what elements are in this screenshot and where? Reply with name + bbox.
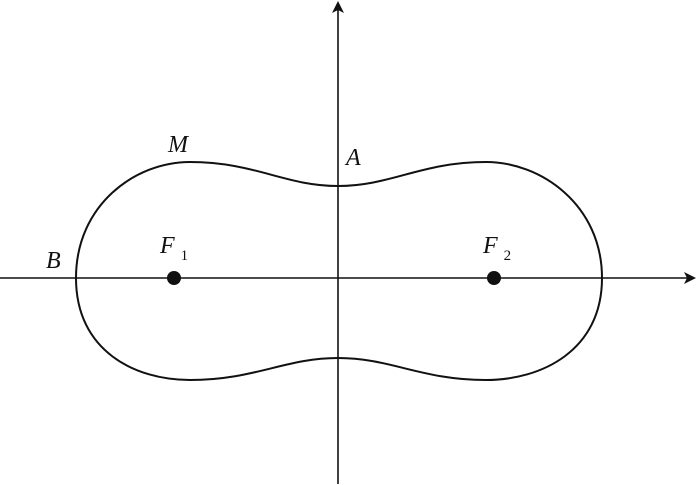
cassini-curve (74, 160, 604, 382)
label-f1-sub: 1 (181, 248, 189, 264)
label-f2-main: F (482, 233, 498, 259)
label-f2: F 2 (482, 233, 511, 264)
focus-point-f2 (487, 271, 501, 285)
label-f1-main: F (159, 233, 175, 259)
focus-point-f1 (167, 271, 181, 285)
label-a: A (344, 145, 361, 171)
label-b: B (46, 248, 61, 274)
label-f1: F 1 (159, 233, 188, 264)
label-f2-sub: 2 (504, 248, 512, 264)
label-m: M (167, 132, 190, 158)
